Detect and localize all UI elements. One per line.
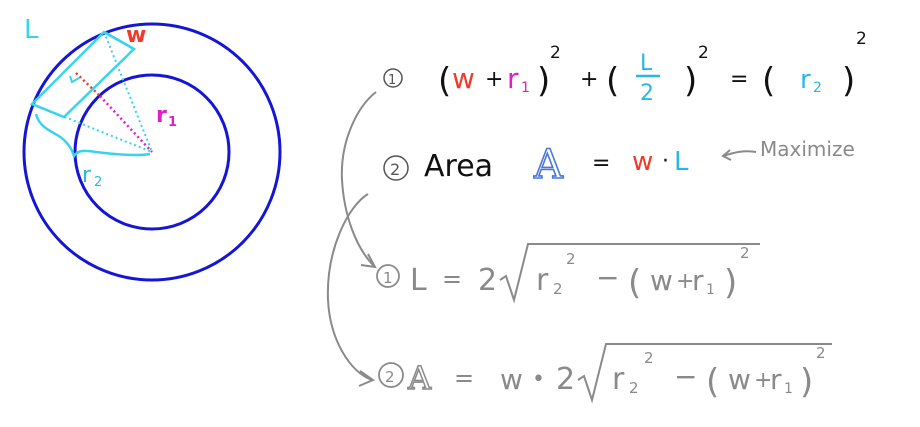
dotted-line-r1 <box>99 95 153 153</box>
eq1-w: w <box>452 62 475 95</box>
svg-text:2: 2 <box>740 244 750 262</box>
equation-1: 1 ( w + r 1 ) 2 + ( L 2 ) 2 = ( r 2 ) 2 <box>383 29 867 106</box>
svg-text:−: − <box>674 360 697 393</box>
eq2-L: L <box>674 147 689 177</box>
svg-text:1: 1 <box>706 282 715 298</box>
svg-text:1: 1 <box>383 269 393 287</box>
rectangle-right-edge <box>103 30 135 51</box>
svg-text:2: 2 <box>94 175 102 190</box>
svg-text:1: 1 <box>784 381 793 397</box>
svg-text:(: ( <box>606 61 619 101</box>
svg-text:r: r <box>536 263 549 298</box>
svg-text:): ) <box>537 61 550 101</box>
arrow-eq2-to-derived2 <box>326 193 373 381</box>
svg-text:): ) <box>800 362 813 402</box>
svg-text:): ) <box>842 61 855 101</box>
svg-text:(: ( <box>438 61 451 101</box>
dotted-line-top <box>103 31 153 153</box>
svg-text:r: r <box>612 362 625 397</box>
derived-step-1-circle <box>376 264 400 288</box>
eq2-w: w <box>632 147 653 177</box>
right-angle-marker <box>69 75 80 84</box>
svg-text:2: 2 <box>816 344 826 362</box>
svg-text:A: A <box>407 359 432 397</box>
arrow-head-2 <box>358 370 376 387</box>
label-r1: r 1 <box>156 103 177 130</box>
svg-text:2: 2 <box>813 80 822 96</box>
svg-text:(: ( <box>706 362 719 402</box>
svg-text:=: = <box>454 364 474 392</box>
svg-text:r: r <box>156 103 167 128</box>
svg-text:−: − <box>596 261 619 294</box>
svg-text:=: = <box>730 67 748 92</box>
svg-text:2: 2 <box>566 250 576 268</box>
svg-text:w: w <box>500 363 523 396</box>
svg-text:2: 2 <box>640 81 654 106</box>
svg-text:2: 2 <box>856 29 867 49</box>
svg-text:r: r <box>770 363 782 396</box>
derived-step-2-circle <box>378 362 404 388</box>
svg-text:=: = <box>592 151 610 176</box>
svg-text:L: L <box>410 263 427 298</box>
svg-text:(: ( <box>628 263 641 303</box>
area-symbol: A <box>533 142 564 188</box>
eq1-fraction: L 2 <box>636 51 660 106</box>
svg-text:(: ( <box>762 61 775 101</box>
svg-text:·: · <box>662 149 669 174</box>
maximize-arrow <box>721 149 757 161</box>
label-L: L <box>24 15 39 45</box>
eq1-r1: r <box>507 62 519 95</box>
dotted-line-width <box>75 72 101 97</box>
svg-text:2: 2 <box>385 368 395 386</box>
svg-text:w: w <box>650 264 673 297</box>
svg-text:r: r <box>82 163 92 188</box>
area-word: Area <box>424 149 493 184</box>
sqrt-sign-1 <box>499 243 760 304</box>
svg-text:=: = <box>442 265 462 293</box>
svg-text:): ) <box>724 263 737 303</box>
dotted-line-bottom <box>31 103 153 153</box>
arrow-eq1-to-derived1 <box>340 91 377 267</box>
svg-text:+: + <box>676 269 694 294</box>
svg-text:): ) <box>684 61 697 101</box>
sqrt-sign-2 <box>577 343 832 404</box>
svg-text:L: L <box>640 51 653 76</box>
svg-text:1: 1 <box>168 115 177 130</box>
svg-text:2: 2 <box>629 379 639 397</box>
label-r2: r 2 <box>82 163 102 190</box>
svg-text:2: 2 <box>553 280 563 298</box>
svg-text:1: 1 <box>521 80 530 96</box>
inner-circle <box>73 73 231 231</box>
derived-equation-2: 2 A = w • 2 r 2 2 − ( w + r 1 ) 2 <box>378 343 832 404</box>
annulus-diagram: L w r 1 r 2 <box>22 15 282 282</box>
eq1-r2: r <box>800 65 811 95</box>
step-1-circle <box>383 68 403 88</box>
r2-brace <box>34 113 151 159</box>
equation-2: 2 Area A = w · L Maximize <box>383 137 855 189</box>
svg-text:•: • <box>532 367 545 392</box>
svg-text:r: r <box>692 264 704 297</box>
svg-text:w: w <box>728 363 751 396</box>
svg-text:2: 2 <box>644 349 654 367</box>
svg-text:+: + <box>580 67 598 92</box>
outer-circle <box>22 22 282 282</box>
maximize-note: Maximize <box>760 137 855 161</box>
arrow-head-1 <box>360 253 377 269</box>
step-2-circle <box>383 155 409 181</box>
svg-text:2: 2 <box>478 263 497 298</box>
svg-text:+: + <box>485 67 503 92</box>
derived-equation-1: 1 L = 2 r 2 2 − ( w + r 1 ) 2 <box>376 243 760 304</box>
svg-text:2: 2 <box>698 43 709 63</box>
svg-text:1: 1 <box>388 73 396 88</box>
svg-text:+: + <box>754 368 772 393</box>
label-w: w <box>126 23 146 48</box>
svg-text:2: 2 <box>550 43 561 63</box>
svg-text:2: 2 <box>390 160 400 179</box>
svg-text:2: 2 <box>556 362 575 397</box>
